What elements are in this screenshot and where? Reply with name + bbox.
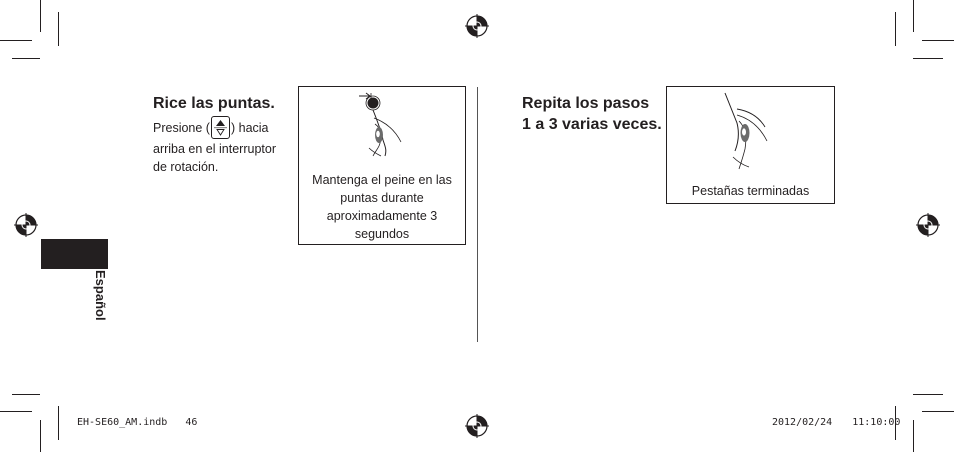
eye-with-comb-illustration [359, 92, 402, 157]
column-divider [477, 87, 478, 342]
registration-mark-icon [465, 414, 489, 438]
footer-date: 2012/02/24 [772, 417, 833, 428]
heading-line: 1 a 3 varias veces. [522, 116, 662, 133]
crop-mark [40, 420, 41, 452]
footer-timestamp: 2012/02/24 11:10:00 [772, 417, 900, 428]
footer-time: 11:10:00 [852, 417, 901, 428]
instruction-line: Presione ( ) hacia [153, 116, 293, 140]
registration-mark-icon [916, 213, 940, 237]
rotation-switch-icon [210, 116, 230, 139]
finished-eyelashes-illustration [724, 92, 768, 170]
crop-mark [922, 411, 954, 412]
figure-trim-tips: Mantenga el peine en las puntas durante … [298, 86, 466, 245]
step-instruction: Presione ( ) hacia arriba en el interrup… [153, 116, 293, 176]
crop-mark [12, 394, 40, 395]
instruction-line: de rotación. [153, 160, 219, 174]
figure-caption: Pestañas terminadas [691, 184, 810, 198]
step-heading: Repita los pasos 1 a 3 varias veces. [522, 93, 662, 135]
step-heading: Rice las puntas. [153, 95, 275, 112]
figure-caption: Mantenga el peine en las puntas durante … [312, 173, 452, 241]
language-tab [41, 239, 108, 269]
language-label: Español [93, 270, 108, 321]
registration-mark-icon [465, 14, 489, 38]
crop-mark [895, 406, 896, 440]
footer-filename: EH-SE60_AM.indb [77, 417, 168, 428]
crop-mark [895, 12, 896, 46]
crop-mark [0, 40, 32, 41]
footer-file: EH-SE60_AM.indb 46 [77, 417, 197, 428]
crop-mark [913, 420, 914, 452]
crop-mark [0, 411, 32, 412]
crop-mark [58, 12, 59, 46]
crop-mark [922, 40, 954, 41]
figure-finished-lashes: Pestañas terminadas [666, 86, 835, 204]
crop-mark [913, 58, 943, 59]
instruction-line: arriba en el interruptor [153, 142, 276, 156]
registration-mark-icon [14, 213, 38, 237]
crop-mark [12, 58, 40, 59]
crop-mark [58, 406, 59, 440]
crop-mark [913, 394, 943, 395]
crop-mark [40, 0, 41, 32]
heading-line: Repita los pasos [522, 95, 650, 112]
crop-mark [913, 0, 914, 32]
footer-page: 46 [185, 417, 198, 428]
